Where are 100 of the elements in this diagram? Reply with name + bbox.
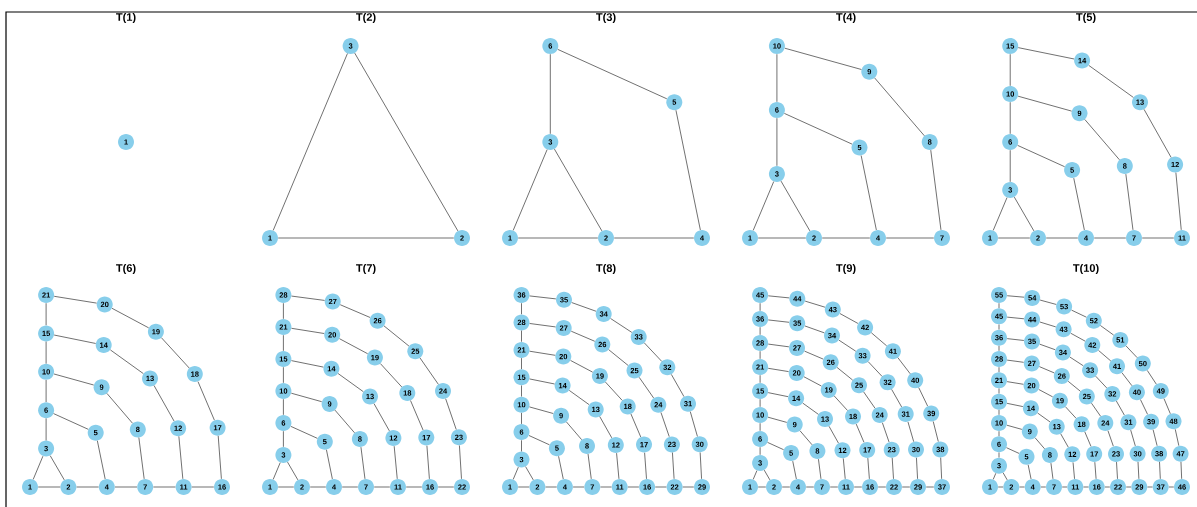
- edge-line: [925, 486, 935, 488]
- edge-line: [885, 237, 935, 239]
- edge-line: [855, 423, 865, 443]
- edge-line: [784, 113, 853, 145]
- edge-line: [1091, 402, 1101, 417]
- edge-line: [570, 330, 596, 342]
- panel-title: T(1): [116, 12, 136, 24]
- edge-line: [1034, 437, 1045, 450]
- edge-line: [1121, 372, 1133, 387]
- edge-line: [627, 486, 640, 488]
- edge-line: [568, 390, 590, 405]
- edge-line: [821, 237, 871, 239]
- edge-line: [393, 445, 398, 480]
- edge-line: [689, 411, 698, 437]
- edge-line: [918, 387, 928, 407]
- edge-line: [940, 457, 942, 480]
- panel-title: T(9): [836, 263, 856, 275]
- edge-line: [1084, 119, 1120, 161]
- edge-line: [998, 324, 1000, 330]
- edge-line: [309, 486, 327, 488]
- edge-line: [106, 393, 133, 424]
- edge-line: [1125, 486, 1132, 488]
- edge-line: [410, 400, 424, 431]
- edge-line: [784, 47, 862, 70]
- edge-line: [867, 361, 883, 377]
- edge-line: [554, 148, 603, 232]
- edge-line: [558, 455, 564, 480]
- edge-line: [600, 486, 612, 488]
- edge-line: [660, 412, 670, 437]
- edge-line: [529, 295, 557, 300]
- edge-line: [1067, 380, 1081, 392]
- edge-line: [998, 366, 1000, 373]
- edge-line: [53, 295, 97, 304]
- edge-line: [45, 418, 47, 441]
- edge-line: [1094, 461, 1097, 480]
- edge-line: [1006, 424, 1023, 430]
- edge-line: [373, 486, 391, 488]
- edge-line: [1146, 370, 1157, 385]
- edge-line: [1039, 321, 1057, 328]
- edge-line: [153, 486, 176, 488]
- edge-line: [1027, 464, 1032, 480]
- edge-line: [1039, 343, 1056, 351]
- edge-line: [998, 409, 1000, 416]
- edge-line: [867, 457, 870, 480]
- edge-line: [291, 295, 325, 301]
- edge-line: [897, 357, 911, 375]
- edge-line: [767, 367, 789, 372]
- edge-line: [53, 373, 95, 386]
- edge-line: [818, 458, 822, 480]
- edge-line: [138, 437, 145, 480]
- edge-line: [512, 466, 519, 480]
- edge-line: [1174, 428, 1180, 447]
- edge-line: [998, 345, 1000, 352]
- edge-line: [529, 350, 556, 356]
- edge-line: [1009, 149, 1011, 183]
- edge-line: [828, 425, 839, 444]
- edge-line: [1006, 359, 1025, 363]
- edge-line: [1073, 177, 1085, 231]
- edge-line: [804, 350, 824, 360]
- edge-line: [76, 486, 99, 488]
- edge-line: [45, 302, 47, 326]
- edge-line: [638, 376, 654, 399]
- edge-line: [1140, 399, 1148, 415]
- edge-line: [1006, 338, 1025, 341]
- edge-line: [836, 367, 853, 381]
- panel-title: T(7): [356, 263, 376, 275]
- edge-line: [1084, 431, 1092, 447]
- edge-line: [337, 373, 364, 393]
- edge-line: [1071, 309, 1087, 318]
- edge-line: [671, 374, 685, 397]
- edge-line: [891, 389, 902, 408]
- edge-line: [759, 374, 761, 384]
- edge-line: [110, 349, 144, 374]
- edge-line: [654, 486, 667, 488]
- edge-line: [860, 155, 877, 231]
- edge-line: [842, 458, 846, 480]
- panel-title: T(3): [596, 12, 616, 24]
- edge-line: [610, 318, 633, 333]
- edge-line: [283, 398, 284, 416]
- edge-line: [759, 302, 761, 312]
- edge-line: [521, 357, 522, 370]
- edge-line: [1116, 400, 1125, 416]
- edge-line: [283, 366, 284, 384]
- panel-title: T(5): [1076, 12, 1096, 24]
- edge-line: [1100, 325, 1114, 336]
- edge-line: [1038, 389, 1053, 398]
- edge-line: [277, 237, 455, 239]
- edge-line: [32, 455, 44, 480]
- edge-line: [1159, 461, 1161, 480]
- edge-line: [644, 452, 647, 480]
- edge-line: [45, 341, 47, 364]
- edge-line: [1088, 65, 1134, 98]
- edge-line: [37, 486, 61, 488]
- edge-line: [1060, 433, 1069, 448]
- edge-line: [699, 452, 702, 480]
- edge-line: [272, 462, 281, 480]
- edge-line: [874, 77, 925, 137]
- edge-line: [380, 363, 403, 388]
- edge-line: [528, 435, 550, 446]
- edge-line: [1116, 461, 1118, 480]
